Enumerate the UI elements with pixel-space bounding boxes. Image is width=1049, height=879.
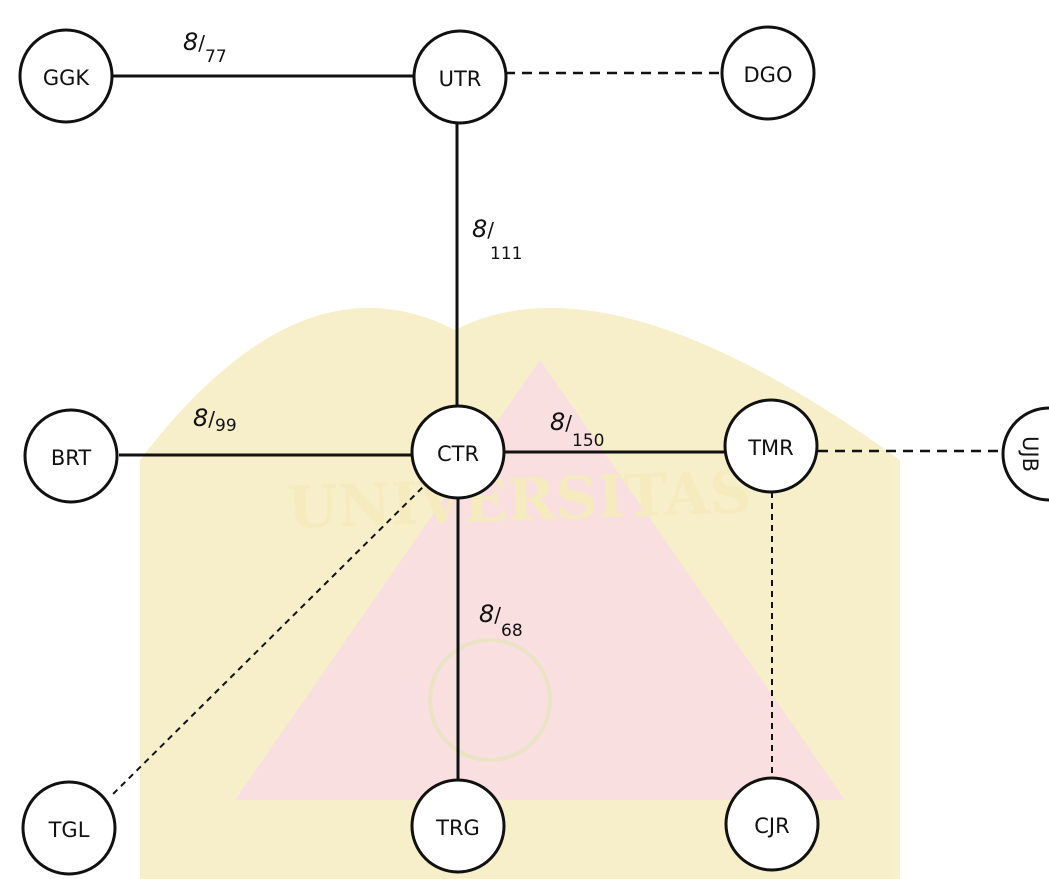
- node-brt: BRT: [23, 408, 119, 504]
- node-dgo: DGO: [720, 25, 816, 121]
- node-cjr: CJR: [724, 776, 820, 872]
- label-ctr-trg: 8/68: [479, 600, 523, 641]
- label-brt-ctr: 8/99: [193, 404, 237, 436]
- node-ujb-circle: [1001, 406, 1049, 502]
- node-tgl-label: TGL: [48, 818, 90, 842]
- node-tmr-label: TMR: [747, 436, 794, 460]
- node-cjr-label: CJR: [754, 814, 789, 838]
- node-tgl: TGL: [21, 780, 117, 876]
- node-dgo-circle: [720, 25, 816, 121]
- label-ggk-utr: 8/77: [183, 28, 227, 67]
- node-brt-circle: [23, 408, 119, 504]
- node-ujb-label: UJB: [1018, 436, 1042, 472]
- watermark-text: UNIVERSITAS: [286, 458, 752, 542]
- node-tmr-circle: [723, 398, 819, 494]
- links: [109, 71, 1004, 798]
- node-ctr-label: CTR: [437, 442, 479, 466]
- node-ggk-label: GGK: [43, 66, 91, 90]
- node-ctr: CTR: [410, 404, 506, 500]
- node-tgl-circle: [21, 780, 117, 876]
- node-brt-label: BRT: [51, 446, 91, 470]
- watermark-triangle: [235, 360, 845, 800]
- watermark-emblem: [428, 638, 552, 762]
- node-ctr-circle: [410, 404, 506, 500]
- node-utr: UTR: [412, 29, 508, 125]
- label-utr-ctr: 8/111: [472, 215, 522, 264]
- node-ujb: UJB: [1001, 406, 1049, 502]
- node-tmr: TMR: [723, 398, 819, 494]
- node-utr-circle: [412, 29, 508, 125]
- node-trg-circle: [410, 778, 506, 874]
- node-ggk-circle: [18, 28, 114, 124]
- node-trg: TRG: [410, 778, 506, 874]
- node-utr-label: UTR: [439, 67, 482, 91]
- edge-labels: 8/77 8/111 8/99 8/150 8/68: [183, 28, 604, 641]
- node-dgo-label: DGO: [744, 63, 793, 87]
- node-trg-label: TRG: [435, 816, 480, 840]
- label-ctr-tmr: 8/150: [550, 408, 604, 451]
- node-cjr-circle: [724, 776, 820, 872]
- link-ctr-tgl: [109, 479, 431, 798]
- node-ggk: GGK: [18, 28, 114, 124]
